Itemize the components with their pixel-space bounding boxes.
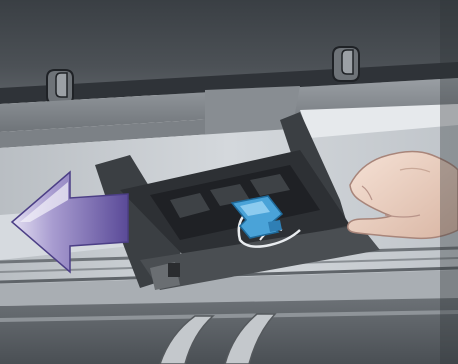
cover-hinge-left [47,70,73,104]
cover-hinge-right [333,47,359,81]
